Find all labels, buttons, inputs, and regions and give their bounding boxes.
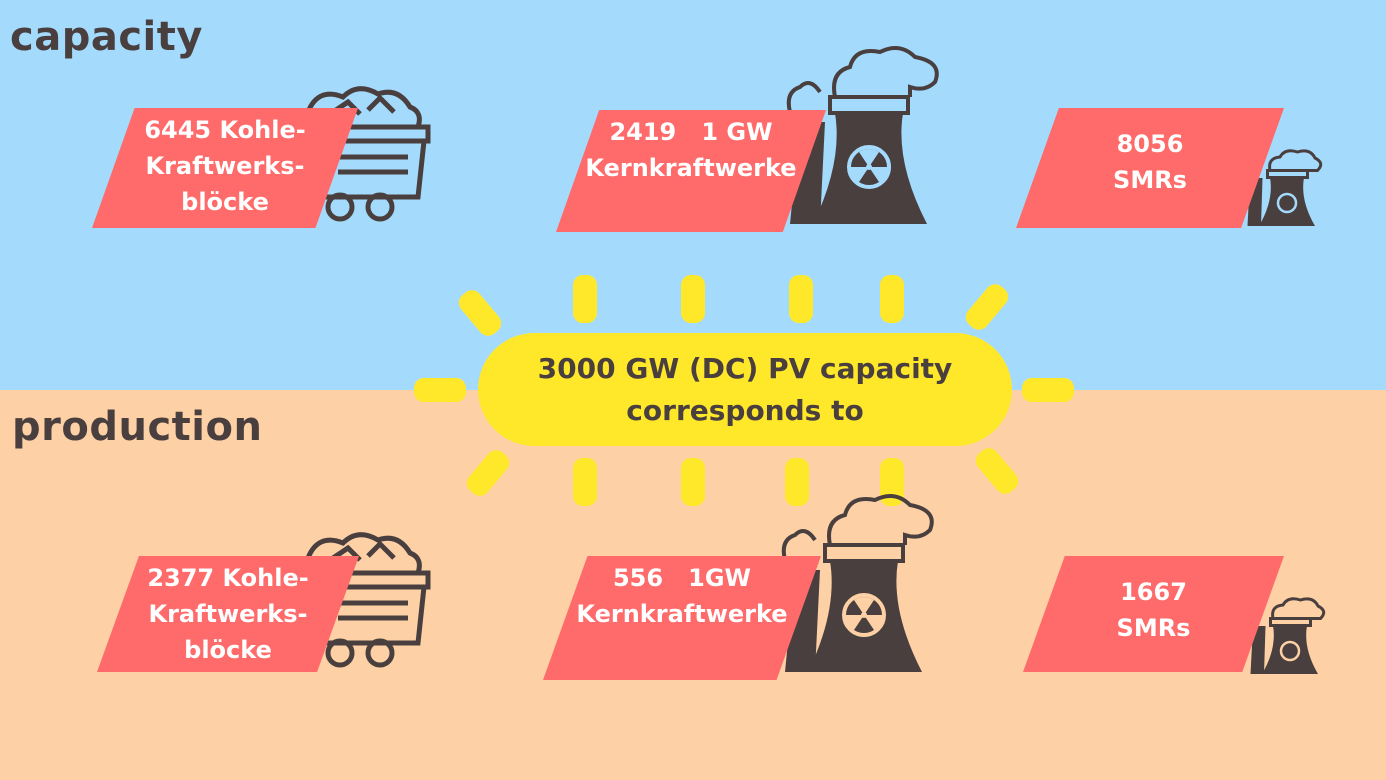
card-line: 556 1GW [612,564,752,592]
center-pv-label: 3000 GW (DC) PV capacity corresponds to [478,333,1012,446]
production-title: production [12,404,263,450]
capacity-coal-card: 6445 Kohle- Kraftwerks- blöcke [92,108,358,228]
card-line: 8056 [1116,130,1184,158]
card-line: SMRs [1113,166,1187,194]
card-line: Kraftwerks- [148,600,308,628]
coal-cart-icon [301,532,431,668]
sun-ray [1022,378,1074,402]
sun-ray [681,458,705,506]
sun-ray [414,378,466,402]
card-line: 2419 1 GW [609,118,773,146]
card-line: blöcke [181,188,269,216]
card-line: Kernkraftwerke [585,154,797,182]
center-line: 3000 GW (DC) PV capacity [537,351,953,385]
sun-ray [789,275,813,323]
card-line: 6445 Kohle- [144,116,306,144]
card-line: 1667 [1120,578,1187,606]
sun-ray [573,275,597,323]
production-coal-card: 2377 Kohle- Kraftwerks- blöcke [97,556,359,672]
coal-cart-icon [301,86,431,222]
card-line: Kernkraftwerke [576,600,788,628]
capacity-smr-card: 8056 SMRs [1016,108,1284,228]
sun-ray [681,275,705,323]
smr-plant-icon [1247,149,1323,226]
card-line: SMRs [1116,614,1191,642]
capacity-title: capacity [10,14,203,60]
sun-ray [880,275,904,323]
production-smr-card: 1667 SMRs [1023,556,1284,672]
smr-plant-icon [1250,597,1326,674]
center-line: corresponds to [626,393,864,427]
sun-ray [573,458,597,506]
card-line: blöcke [184,636,272,664]
sun-ray [785,458,809,506]
capacity-nuclear-card: 2419 1 GW Kernkraftwerke [556,110,826,232]
card-line: Kraftwerks- [145,152,305,180]
card-line: 2377 Kohle- [147,564,309,592]
production-nuclear-card: 556 1GW Kernkraftwerke [543,556,821,680]
